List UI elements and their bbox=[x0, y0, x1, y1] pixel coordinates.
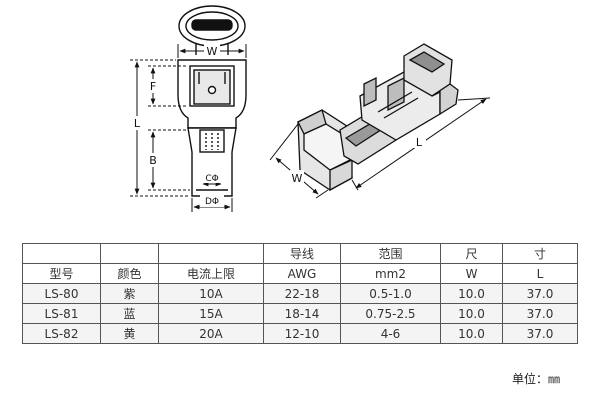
table-cell bbox=[100, 243, 159, 264]
table-cell: 黄 bbox=[100, 323, 159, 344]
table-cell: 蓝 bbox=[100, 303, 159, 324]
table-cell: 型号 bbox=[22, 263, 101, 284]
label-l-left: L bbox=[134, 117, 141, 130]
table-cell: 导线 bbox=[263, 243, 341, 264]
table-cell: 电流上限 bbox=[158, 263, 264, 284]
table-cell: 10A bbox=[158, 283, 264, 304]
table-cell: LS-82 bbox=[22, 323, 101, 344]
table-cell bbox=[22, 243, 101, 264]
label-w-right: W bbox=[292, 172, 303, 185]
table-cell bbox=[158, 243, 264, 264]
table-cell: 37.0 bbox=[502, 283, 578, 304]
table-cell: LS-81 bbox=[22, 303, 101, 324]
table-cell: 0.75-2.5 bbox=[340, 303, 441, 324]
label-l-right: L bbox=[416, 136, 423, 149]
table-cell: 15A bbox=[158, 303, 264, 324]
label-b: B bbox=[149, 154, 157, 167]
table-cell: 18-14 bbox=[263, 303, 341, 324]
front-view bbox=[177, 5, 247, 197]
table-cell: 颜色 bbox=[100, 263, 159, 284]
table-header-row-1: 导线 范围 尺 寸 bbox=[22, 243, 578, 264]
unit-note: 单位：㎜ bbox=[512, 372, 561, 386]
label-w-top: W bbox=[207, 45, 218, 58]
label-c-dia: CΦ bbox=[205, 174, 218, 184]
spec-table: 导线 范围 尺 寸 型号 颜色 电流上限 AWG mm2 W L LS-80 紫… bbox=[22, 243, 578, 344]
table-cell: 4-6 bbox=[340, 323, 441, 344]
table-cell: 37.0 bbox=[502, 323, 578, 344]
terminal-drawing: W L F B CΦ DΦ bbox=[130, 5, 491, 212]
table-cell: 0.5-1.0 bbox=[340, 283, 441, 304]
table-cell: 12-10 bbox=[263, 323, 341, 344]
isometric-view bbox=[297, 43, 459, 192]
table-cell: 尺 bbox=[440, 243, 503, 264]
table-cell: 37.0 bbox=[502, 303, 578, 324]
table-row: LS-81 蓝 15A 18-14 0.75-2.5 10.0 37.0 bbox=[22, 303, 578, 324]
label-d-dia: DΦ bbox=[205, 197, 219, 207]
table-row: LS-80 紫 10A 22-18 0.5-1.0 10.0 37.0 bbox=[22, 283, 578, 304]
table-cell: 寸 bbox=[502, 243, 578, 264]
table-cell: W bbox=[440, 263, 503, 284]
table-cell: 20A bbox=[158, 323, 264, 344]
table-cell: AWG bbox=[263, 263, 341, 284]
table-cell: 紫 bbox=[100, 283, 159, 304]
table-cell: mm2 bbox=[340, 263, 441, 284]
table-cell: L bbox=[502, 263, 578, 284]
table-cell: 范围 bbox=[340, 243, 441, 264]
table-header-row-2: 型号 颜色 电流上限 AWG mm2 W L bbox=[22, 263, 578, 284]
table-cell: LS-80 bbox=[22, 283, 101, 304]
label-f: F bbox=[150, 80, 156, 93]
table-cell: 10.0 bbox=[440, 323, 503, 344]
table-cell: 10.0 bbox=[440, 283, 503, 304]
table-row: LS-82 黄 20A 12-10 4-6 10.0 37.0 bbox=[22, 323, 578, 344]
table-cell: 10.0 bbox=[440, 303, 503, 324]
table-cell: 22-18 bbox=[263, 283, 341, 304]
